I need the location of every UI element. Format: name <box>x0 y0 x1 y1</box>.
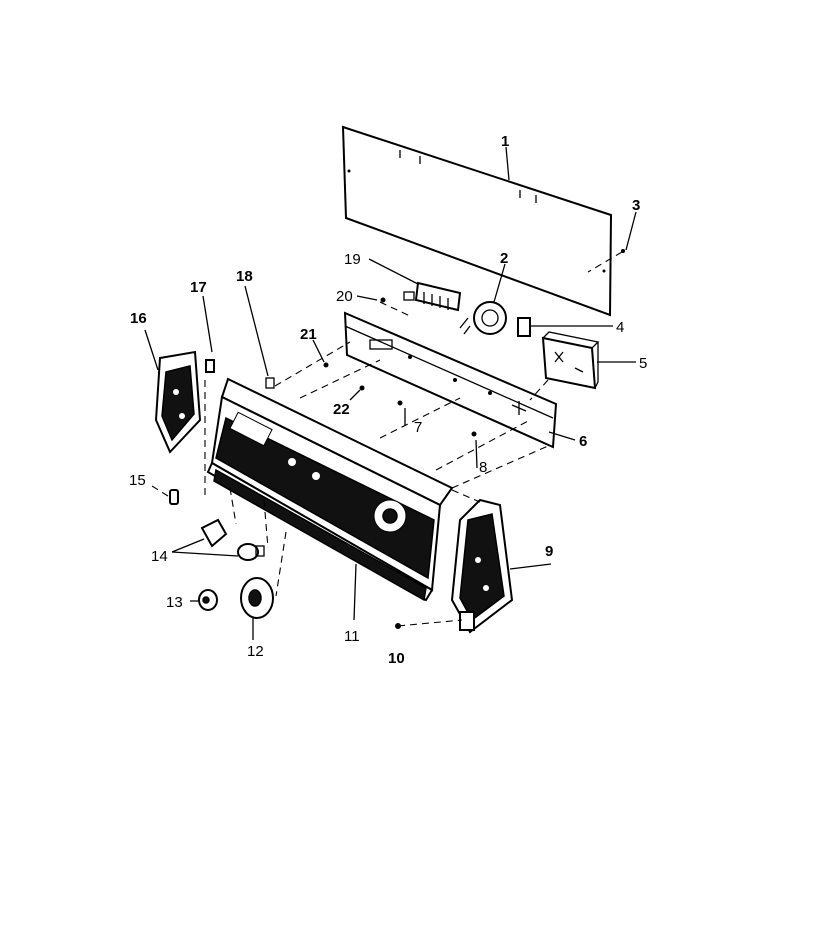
callout-16: 16 <box>130 310 147 327</box>
callout-7: 7 <box>414 419 422 436</box>
callout-10: 10 <box>388 650 405 667</box>
right-end-cap-part <box>450 498 514 634</box>
knob-part-13 <box>198 589 218 611</box>
back-panel-part <box>341 125 613 317</box>
callout-8: 8 <box>479 459 487 476</box>
knob-part-15 <box>169 489 179 505</box>
callout-21: 21 <box>300 326 317 343</box>
callout-15: 15 <box>129 472 146 489</box>
callout-4: 4 <box>616 319 624 336</box>
round-switch-part <box>459 301 507 335</box>
callout-20: 20 <box>336 288 353 305</box>
terminal-block-part <box>403 281 462 312</box>
callout-17: 17 <box>190 279 207 296</box>
knob-part-14-upper <box>200 518 228 548</box>
leader-lines <box>144 146 637 640</box>
callout-22: 22 <box>333 401 350 418</box>
callout-3: 3 <box>632 197 640 214</box>
dial-part-12 <box>240 577 274 619</box>
callout-11: 11 <box>344 628 360 645</box>
timer-part <box>541 331 600 390</box>
clip-part-17 <box>205 359 215 373</box>
screw-part-22 <box>359 385 365 391</box>
callout-14: 14 <box>151 548 168 565</box>
callout-5: 5 <box>639 355 647 372</box>
callout-18: 18 <box>236 268 253 285</box>
callout-12: 12 <box>247 643 264 660</box>
callout-2: 2 <box>500 250 508 267</box>
control-bracket-part <box>343 311 558 449</box>
callout-1: 1 <box>501 133 509 150</box>
callout-labels: 1 2 3 4 5 6 7 8 9 10 11 12 13 14 15 16 1… <box>129 133 647 667</box>
callout-13: 13 <box>166 594 183 611</box>
knob-part-14-lower <box>237 543 265 561</box>
connector-part <box>517 317 531 337</box>
screw-part-8 <box>471 431 477 437</box>
trim-strip-part <box>213 468 427 602</box>
left-end-cap-part <box>154 350 202 454</box>
callout-6: 6 <box>579 433 587 450</box>
screw-part-20 <box>380 297 386 303</box>
callout-9: 9 <box>545 543 553 560</box>
screw-part-7 <box>397 400 403 406</box>
screw-part-21 <box>323 362 329 368</box>
callout-19: 19 <box>344 251 361 268</box>
